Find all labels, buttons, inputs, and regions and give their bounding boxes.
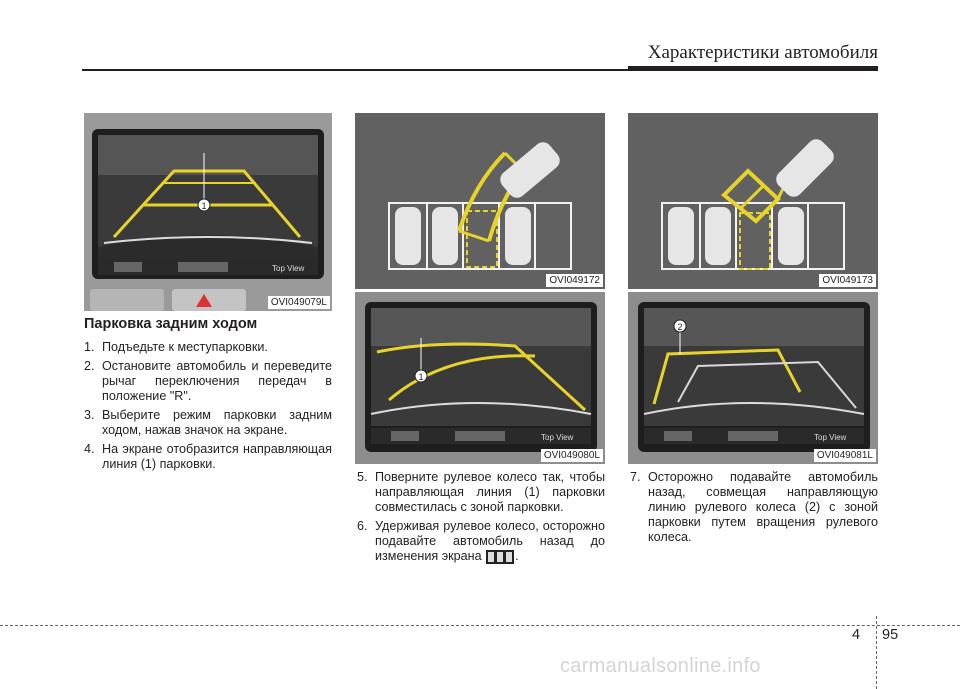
step-number: 6. xyxy=(357,519,368,533)
screen-top-view-label: Top View xyxy=(541,433,574,442)
steps-list-col1: 1. Подъедьте к меступарковки. 2. Остановит… xyxy=(84,340,332,476)
footer-rule xyxy=(0,625,960,626)
hazard-icon xyxy=(196,294,212,307)
step-text-tail: . xyxy=(515,549,519,563)
step-text: Подъедьте к меступарковки. xyxy=(102,340,268,354)
step-text: Остановите автомобиль и переведите рычаг… xyxy=(102,359,332,403)
step-number: 2. xyxy=(84,359,95,373)
figure-rear-camera-screen: 1 Top View OVI049079L xyxy=(84,113,332,311)
screen-top-view-label: Top View xyxy=(272,264,305,273)
header-rule xyxy=(82,69,878,71)
step-number: 1. xyxy=(84,340,95,354)
rear-camera-screen-illustration: 1 Top View xyxy=(84,113,332,311)
figure-marker-label: 2 xyxy=(677,322,682,332)
figure-camera-wheel-guide: 2 Top View OVI049081L xyxy=(628,292,878,464)
list-item: 2. Остановите автомобиль и переведите рыч… xyxy=(84,359,332,404)
watermark: carmanualsonline.info xyxy=(560,655,761,677)
parking-guide-icon xyxy=(486,550,515,564)
parking-diagram-illustration xyxy=(355,113,605,289)
running-header-title: Характеристики автомобиля xyxy=(647,42,878,63)
page-number: 95 xyxy=(882,627,899,643)
step-text: Удерживая рулевое колесо, осторожно пода… xyxy=(375,519,605,563)
figure-marker-label: 1 xyxy=(201,201,206,211)
steps-list-col2: 5. Поверните рулевое колесо так, чтобы на… xyxy=(357,470,605,568)
figure-camera-guide-line: 1 Top View OVI049080L xyxy=(355,292,605,464)
figure-parking-diagram-approach: OVI049172 xyxy=(355,113,605,289)
list-item: 6. Удерживая рулевое колесо, осторожно по… xyxy=(357,519,605,564)
step-text: Осторожно подавайте автомобиль назад, со… xyxy=(648,470,878,544)
parking-diagram-illustration xyxy=(628,113,878,289)
list-item: 3. Выберите режим парковки задним ходом, … xyxy=(84,408,332,438)
figure-parking-diagram-align: OVI049173 xyxy=(628,113,878,289)
footer-divider xyxy=(876,616,877,689)
screen-top-view-label: Top View xyxy=(814,433,847,442)
camera-guide-illustration: 1 Top View xyxy=(355,292,605,464)
step-text: На экране отобразится направляющая линия… xyxy=(102,442,332,471)
step-number: 7. xyxy=(630,470,641,484)
list-item: 1. Подъедьте к меступарковки. xyxy=(84,340,332,355)
section-title: Парковка задним ходом xyxy=(84,316,258,332)
header-rule-accent xyxy=(628,66,878,71)
step-number: 4. xyxy=(84,442,95,456)
list-item: 7. Осторожно подавайте автомобиль назад, … xyxy=(630,470,878,545)
camera-wheel-guide-illustration: 2 Top View xyxy=(628,292,878,464)
step-number: 3. xyxy=(84,408,95,422)
step-text: Выберите режим парковки задним ходом, на… xyxy=(102,408,332,437)
steps-list-col3: 7. Осторожно подавайте автомобиль назад, … xyxy=(630,470,878,549)
list-item: 5. Поверните рулевое колесо так, чтобы на… xyxy=(357,470,605,515)
step-number: 5. xyxy=(357,470,368,484)
chapter-number: 4 xyxy=(852,627,861,643)
figure-code: OVI049079L xyxy=(267,296,330,309)
step-text: Поверните рулевое колесо так, чтобы напр… xyxy=(375,470,605,514)
list-item: 4. На экране отобразится направляющая лин… xyxy=(84,442,332,472)
figure-marker-label: 1 xyxy=(418,372,423,382)
figure-code: OVI049173 xyxy=(819,274,876,287)
figure-code: OVI049172 xyxy=(546,274,603,287)
figure-code: OVI049081L xyxy=(813,449,876,462)
figure-code: OVI049080L xyxy=(540,449,603,462)
